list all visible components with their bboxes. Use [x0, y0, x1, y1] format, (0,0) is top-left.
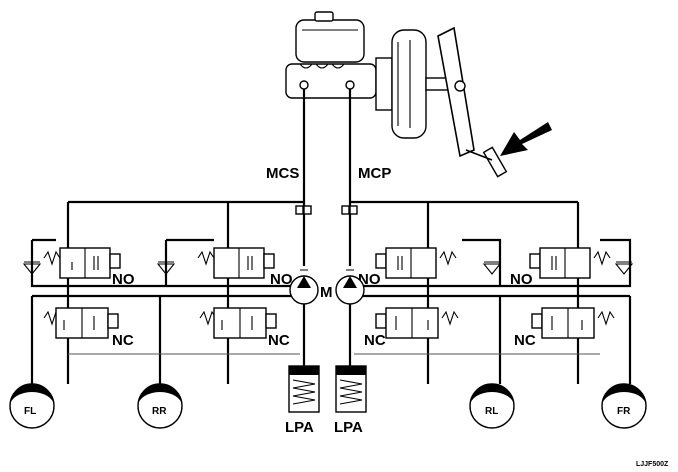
check-valve-icon — [482, 261, 502, 275]
distribution-lines — [30, 200, 632, 384]
lpa-left — [288, 365, 320, 413]
label-wheel-fl: FL — [24, 406, 36, 417]
valve-fr-nc — [531, 307, 615, 339]
valve-rl-no — [375, 247, 457, 279]
valve-fr-no — [529, 247, 611, 279]
port-mcp — [345, 80, 355, 90]
pedal-pad — [482, 146, 508, 178]
valve-rr-no — [197, 247, 275, 279]
brake-booster — [391, 29, 427, 139]
master-cylinder — [285, 63, 377, 99]
check-valve-icon — [614, 261, 634, 275]
lpa-right — [335, 365, 367, 413]
check-valves — [22, 261, 634, 275]
master-cylinder-lines — [295, 89, 358, 266]
label-mcs: MCS — [266, 165, 299, 182]
label-no: NO — [510, 271, 533, 288]
label-nc: NC — [364, 332, 386, 349]
valve-fl-no — [43, 247, 121, 279]
port-mcs — [299, 80, 309, 90]
pump-motor: M — [289, 269, 365, 366]
wheel-fl: FL — [9, 383, 55, 429]
label-mcp: MCP — [358, 165, 391, 182]
brake-pedal-assembly — [285, 11, 552, 178]
reservoir — [295, 19, 365, 63]
valve-rl-nc — [375, 307, 459, 339]
valve-rr-nc — [199, 307, 277, 339]
pedal-arm — [437, 26, 475, 158]
label-wheel-fr: FR — [617, 406, 631, 417]
label-no: NO — [112, 271, 135, 288]
label-wheel-rl: RL — [485, 406, 498, 417]
wheel-rl: RL — [469, 383, 515, 429]
valve-fl-nc — [43, 307, 119, 339]
pedal-force-arrow — [500, 122, 552, 156]
label-nc: NC — [112, 332, 134, 349]
wheel-rr: RR — [137, 383, 183, 429]
label-lpa-right: LPA — [334, 419, 363, 436]
label-no: NO — [270, 271, 293, 288]
check-valve-icon — [156, 261, 176, 275]
figure-code: LJJF500Z — [636, 461, 669, 468]
label-nc: NC — [514, 332, 536, 349]
label-lpa-left: LPA — [285, 419, 314, 436]
wheel-fr: FR — [601, 383, 647, 429]
check-valve-icon — [22, 261, 42, 275]
label-wheel-rr: RR — [152, 406, 167, 417]
reservoir-cap — [314, 11, 334, 22]
label-no: NO — [358, 271, 381, 288]
label-pump-motor: M — [320, 284, 333, 301]
label-nc: NC — [268, 332, 290, 349]
